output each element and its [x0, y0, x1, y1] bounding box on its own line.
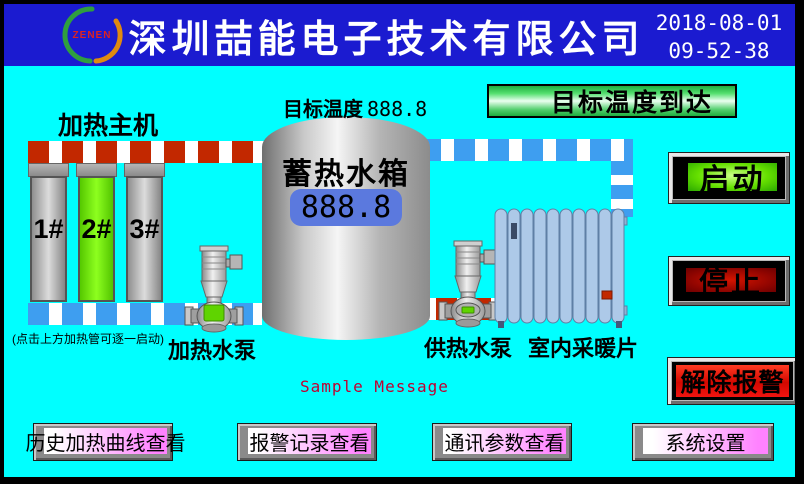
- return-pipe-vertical: [611, 161, 633, 217]
- tank-temperature-display: 888.8: [290, 189, 402, 226]
- alarm-message-text: Sample Message: [300, 377, 449, 396]
- status-banner: 目标温度到达: [487, 84, 737, 118]
- nav-alarm-records-button[interactable]: 报警记录查看: [237, 423, 377, 461]
- logo-text: ZENEN: [72, 30, 112, 41]
- heating-pump-icon: [183, 243, 245, 335]
- stop-button[interactable]: 停止: [668, 256, 790, 306]
- heater-cap-3: [124, 163, 165, 177]
- heater-tube-label: 2#: [81, 214, 112, 244]
- date-display: 2018-08-01: [655, 11, 783, 35]
- heater-tube-2[interactable]: 2#: [78, 176, 115, 302]
- radiator-icon: [494, 203, 628, 330]
- nav-alarm-records-label: 报警记录查看: [248, 428, 371, 455]
- title-bar: ZENEN 深圳喆能电子技术有限公司 2018-08-01 09-52-38: [4, 4, 795, 66]
- screen-border-bottom: [0, 477, 804, 484]
- screen-border-right: [795, 0, 804, 484]
- storage-tank: 蓄热水箱 888.8: [262, 117, 430, 340]
- nav-comm-params-button[interactable]: 通讯参数查看: [432, 423, 572, 461]
- heater-tube-3[interactable]: 3#: [126, 176, 163, 302]
- company-logo-icon: ZENEN: [60, 4, 124, 66]
- heater-hint-text: (点击上方加热管可逐一启动): [12, 332, 164, 346]
- heater-tube-label: 3#: [129, 214, 160, 244]
- screen-border-left: [0, 0, 4, 484]
- screen-border-top: [0, 0, 804, 4]
- supply-pump-label: 供热水泵: [424, 336, 513, 361]
- page-title: 深圳喆能电子技术有限公司: [128, 18, 645, 61]
- heater-section-title: 加热主机: [58, 112, 159, 140]
- heater-cap-1: [28, 163, 69, 177]
- hot-pipe-top-left: [28, 141, 266, 163]
- heater-cap-2: [76, 163, 117, 177]
- tank-name: 蓄热水箱: [282, 158, 410, 191]
- heater-tube-label: 1#: [33, 214, 64, 244]
- target-temperature-label: 目标温度: [283, 99, 363, 121]
- nav-history-curve-label: 历史加热曲线查看: [26, 428, 186, 455]
- heater-tube-1[interactable]: 1#: [30, 176, 67, 302]
- time-display: 09-52-38: [668, 39, 770, 63]
- start-button-label: 启动: [688, 163, 777, 197]
- nav-system-settings-label: 系统设置: [643, 428, 768, 455]
- nav-comm-params-label: 通讯参数查看: [443, 428, 566, 455]
- clear-alarm-button[interactable]: 解除报警: [667, 357, 798, 405]
- radiator-label: 室内采暖片: [528, 336, 639, 361]
- return-pipe-top-right: [420, 139, 633, 161]
- target-temperature-value: 888.8: [367, 97, 428, 121]
- supply-pump-icon: [437, 238, 499, 330]
- datetime-display: 2018-08-01 09-52-38: [644, 4, 794, 66]
- nav-history-curve-button[interactable]: 历史加热曲线查看: [26, 423, 186, 461]
- heating-pump-label: 加热水泵: [168, 338, 257, 363]
- start-button[interactable]: 启动: [668, 152, 790, 204]
- stop-button-label: 停止: [686, 267, 776, 299]
- nav-system-settings-button[interactable]: 系统设置: [632, 423, 774, 461]
- clear-alarm-button-label: 解除报警: [676, 365, 789, 397]
